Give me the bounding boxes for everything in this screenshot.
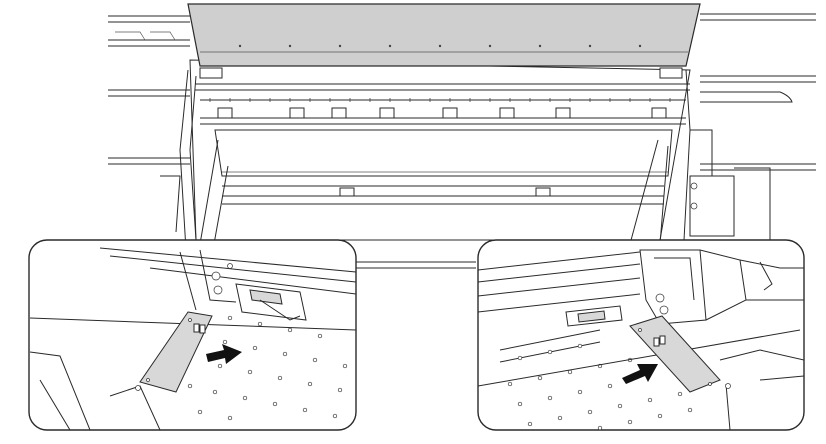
carriage: [639, 249, 707, 325]
printer-main-view: [108, 3, 816, 269]
media-clamp-right: [629, 315, 721, 393]
right-rails: [700, 13, 816, 171]
left-hinge: [199, 67, 223, 79]
left-inset: [28, 239, 357, 431]
arrow-right-icon: [206, 344, 242, 364]
right-hinge: [659, 67, 683, 79]
right-inset: [477, 239, 805, 431]
front-cover: [187, 3, 701, 67]
platen: [214, 129, 673, 177]
arrow-up-right-icon: [622, 364, 658, 384]
left-rails: [108, 15, 190, 165]
pinch-rollers: [217, 107, 667, 119]
